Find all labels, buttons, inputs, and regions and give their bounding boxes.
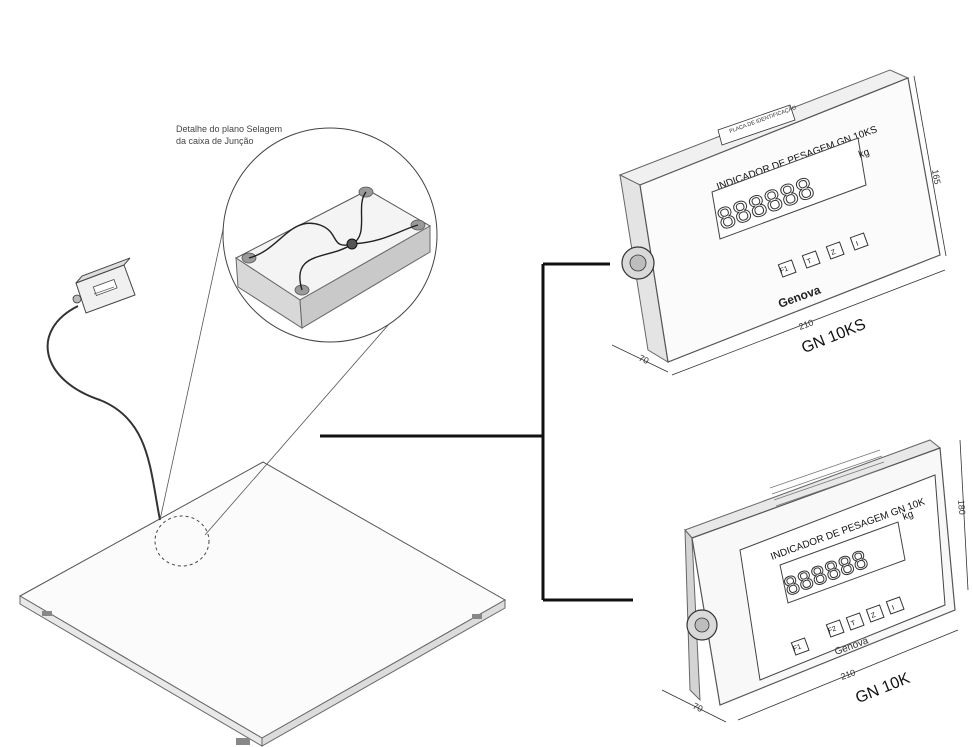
lead-seal	[346, 238, 358, 250]
key-label: T	[850, 620, 857, 628]
unit-label: kg	[901, 509, 915, 523]
dimension-height: 180	[956, 499, 967, 515]
key-i[interactable]	[885, 596, 905, 615]
dimension-lines	[611, 75, 947, 376]
dimension-width: 210	[797, 317, 815, 332]
display-window	[779, 521, 906, 604]
key-label: I	[855, 241, 859, 248]
platform-foot	[472, 614, 482, 619]
platform-foot	[236, 738, 250, 745]
small-indicator-icon	[72, 257, 136, 314]
key-t[interactable]	[845, 612, 865, 631]
zoom-cone	[159, 224, 411, 536]
mounting-knob	[686, 609, 718, 641]
key-f1[interactable]	[790, 637, 810, 656]
keypad	[790, 596, 905, 656]
key-f1[interactable]	[777, 259, 797, 278]
key-label: I	[891, 605, 895, 612]
key-z[interactable]	[865, 604, 885, 623]
junction-box-detail	[222, 127, 438, 343]
detail-caption: Detalhe do plano Selagem da caixa de Jun…	[176, 123, 282, 147]
dimension-depth: 70	[691, 701, 704, 714]
detail-caption-line1: Detalhe do plano Selagem	[176, 124, 283, 134]
label-sticker	[769, 449, 887, 507]
key-t[interactable]	[801, 250, 821, 269]
identification-plate	[717, 104, 796, 146]
display-window	[711, 137, 867, 240]
key-label: T	[806, 258, 813, 266]
key-label: F2	[827, 625, 837, 634]
dimension-width: 210	[839, 667, 857, 682]
dimension-height: 165	[930, 169, 942, 186]
key-label: F1	[779, 265, 789, 274]
key-label: Z	[870, 612, 877, 620]
key-label: Z	[830, 249, 837, 257]
indicator-gn10k: INDICADOR DE PESAGEM GN 10K 888888 kg F1…	[661, 439, 969, 723]
keypad	[777, 232, 869, 278]
dimension-lines	[661, 439, 969, 723]
indicator-gn10ks: PLACA DE IDENTIFICAÇÃO INDICADOR DE PESA…	[611, 69, 947, 376]
unit-label: kg	[857, 147, 871, 161]
junction-box-highlight	[154, 515, 210, 567]
detail-caption-line2: da caixa de Junção	[176, 136, 254, 146]
key-f2[interactable]	[825, 619, 845, 638]
platform-foot	[42, 611, 52, 616]
key-label: F1	[792, 643, 802, 652]
key-z[interactable]	[825, 241, 845, 260]
connector-bracket	[320, 262, 633, 602]
mounting-knob	[621, 246, 655, 280]
floor-scale-platform	[18, 461, 507, 747]
key-i[interactable]	[849, 232, 869, 251]
seal-wire	[248, 191, 419, 291]
dimension-depth: 70	[637, 353, 650, 366]
indicator-cable	[46, 305, 161, 521]
